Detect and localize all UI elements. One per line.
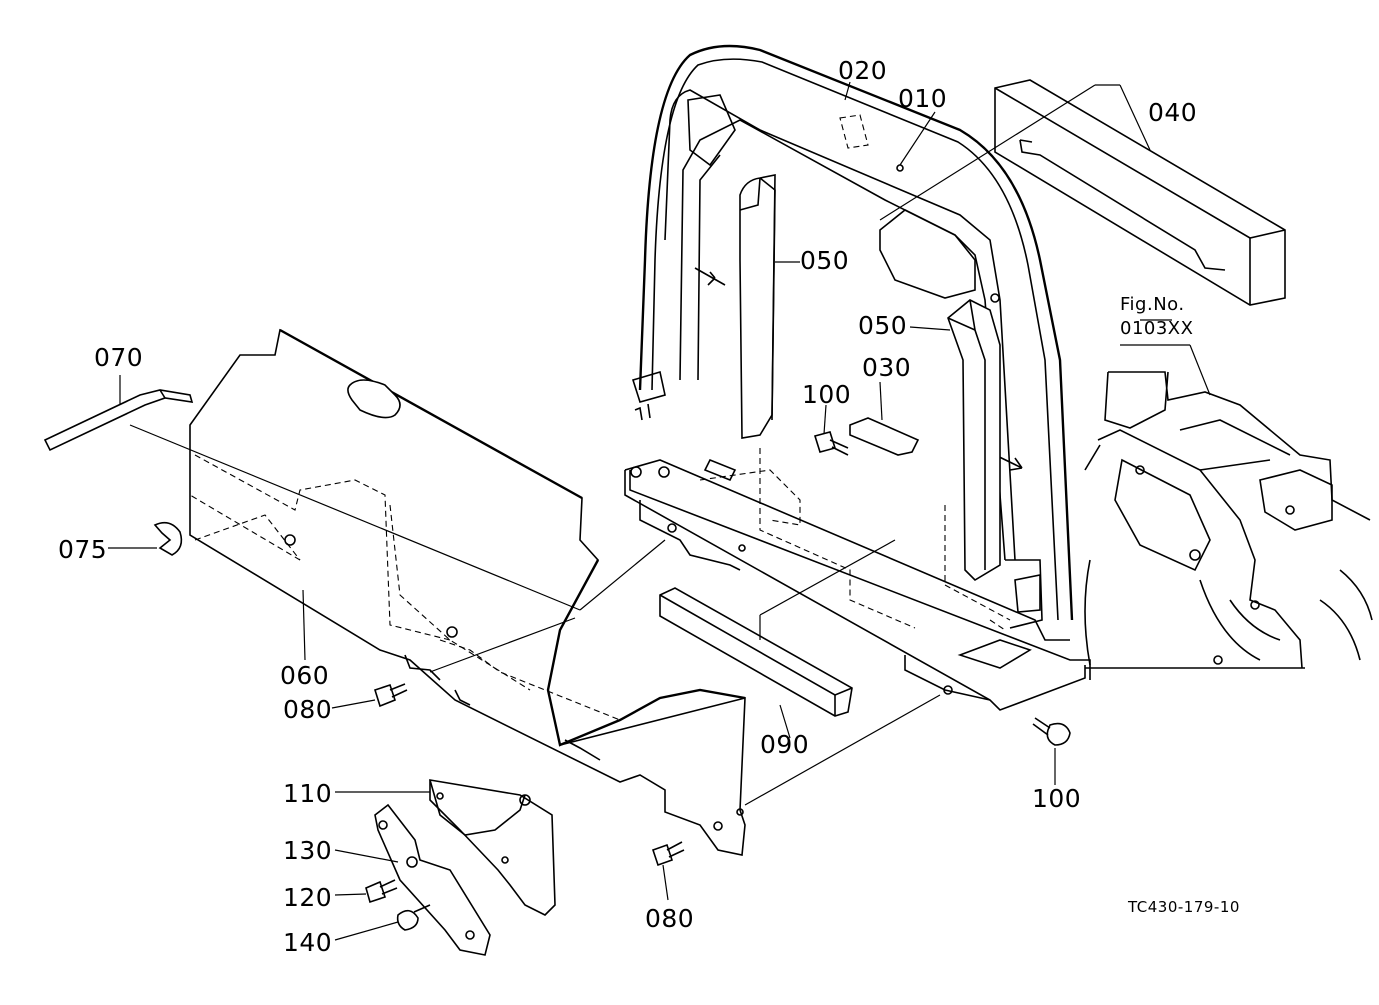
- label-100-lower: 100: [1032, 784, 1082, 813]
- bolt-100b: [1032, 717, 1071, 746]
- part-030-strip: [849, 417, 920, 456]
- engine-outline: [1084, 371, 1373, 669]
- label-100-upper: 100: [802, 380, 852, 409]
- label-140: 140: [283, 928, 333, 957]
- part-075-clip: [153, 521, 183, 556]
- label-075: 075: [58, 535, 108, 564]
- part-040-block: [879, 79, 1286, 306]
- part-010-frame: [624, 44, 1091, 711]
- label-050-lower: 050: [858, 311, 908, 340]
- label-080-bottom: 080: [645, 904, 695, 933]
- part-050-strip-right: [947, 299, 1001, 582]
- leader-lines: [108, 81, 1211, 941]
- drawing-reference-code: TC430-179-10: [1128, 898, 1240, 916]
- part-110-bracket: [429, 779, 556, 916]
- label-070: 070: [94, 343, 144, 372]
- label-040: 040: [1148, 98, 1198, 127]
- label-060: 060: [280, 661, 330, 690]
- label-030: 030: [862, 353, 912, 382]
- label-020: 020: [838, 56, 888, 85]
- label-120: 120: [283, 883, 333, 912]
- fig-ref-line2: 0103XX: [1120, 318, 1194, 339]
- fig-ref-line1: Fig.No.: [1120, 294, 1185, 315]
- label-110: 110: [283, 779, 333, 808]
- label-130: 130: [283, 836, 333, 865]
- bolt-080b: [651, 841, 685, 867]
- label-080-left: 080: [283, 695, 333, 724]
- bolt-080a: [374, 683, 408, 708]
- bolt-100a: [813, 431, 849, 456]
- part-090-bar: [659, 539, 896, 717]
- label-010: 010: [898, 84, 948, 113]
- plug-140: [396, 904, 431, 931]
- label-050-upper: 050: [800, 246, 850, 275]
- bolt-120: [365, 879, 398, 904]
- part-070-rod: [43, 389, 194, 452]
- part-130-bracket: [374, 803, 491, 956]
- label-090: 090: [760, 730, 810, 759]
- part-050-strip-left: [739, 174, 776, 439]
- part-060-cover: [129, 328, 941, 856]
